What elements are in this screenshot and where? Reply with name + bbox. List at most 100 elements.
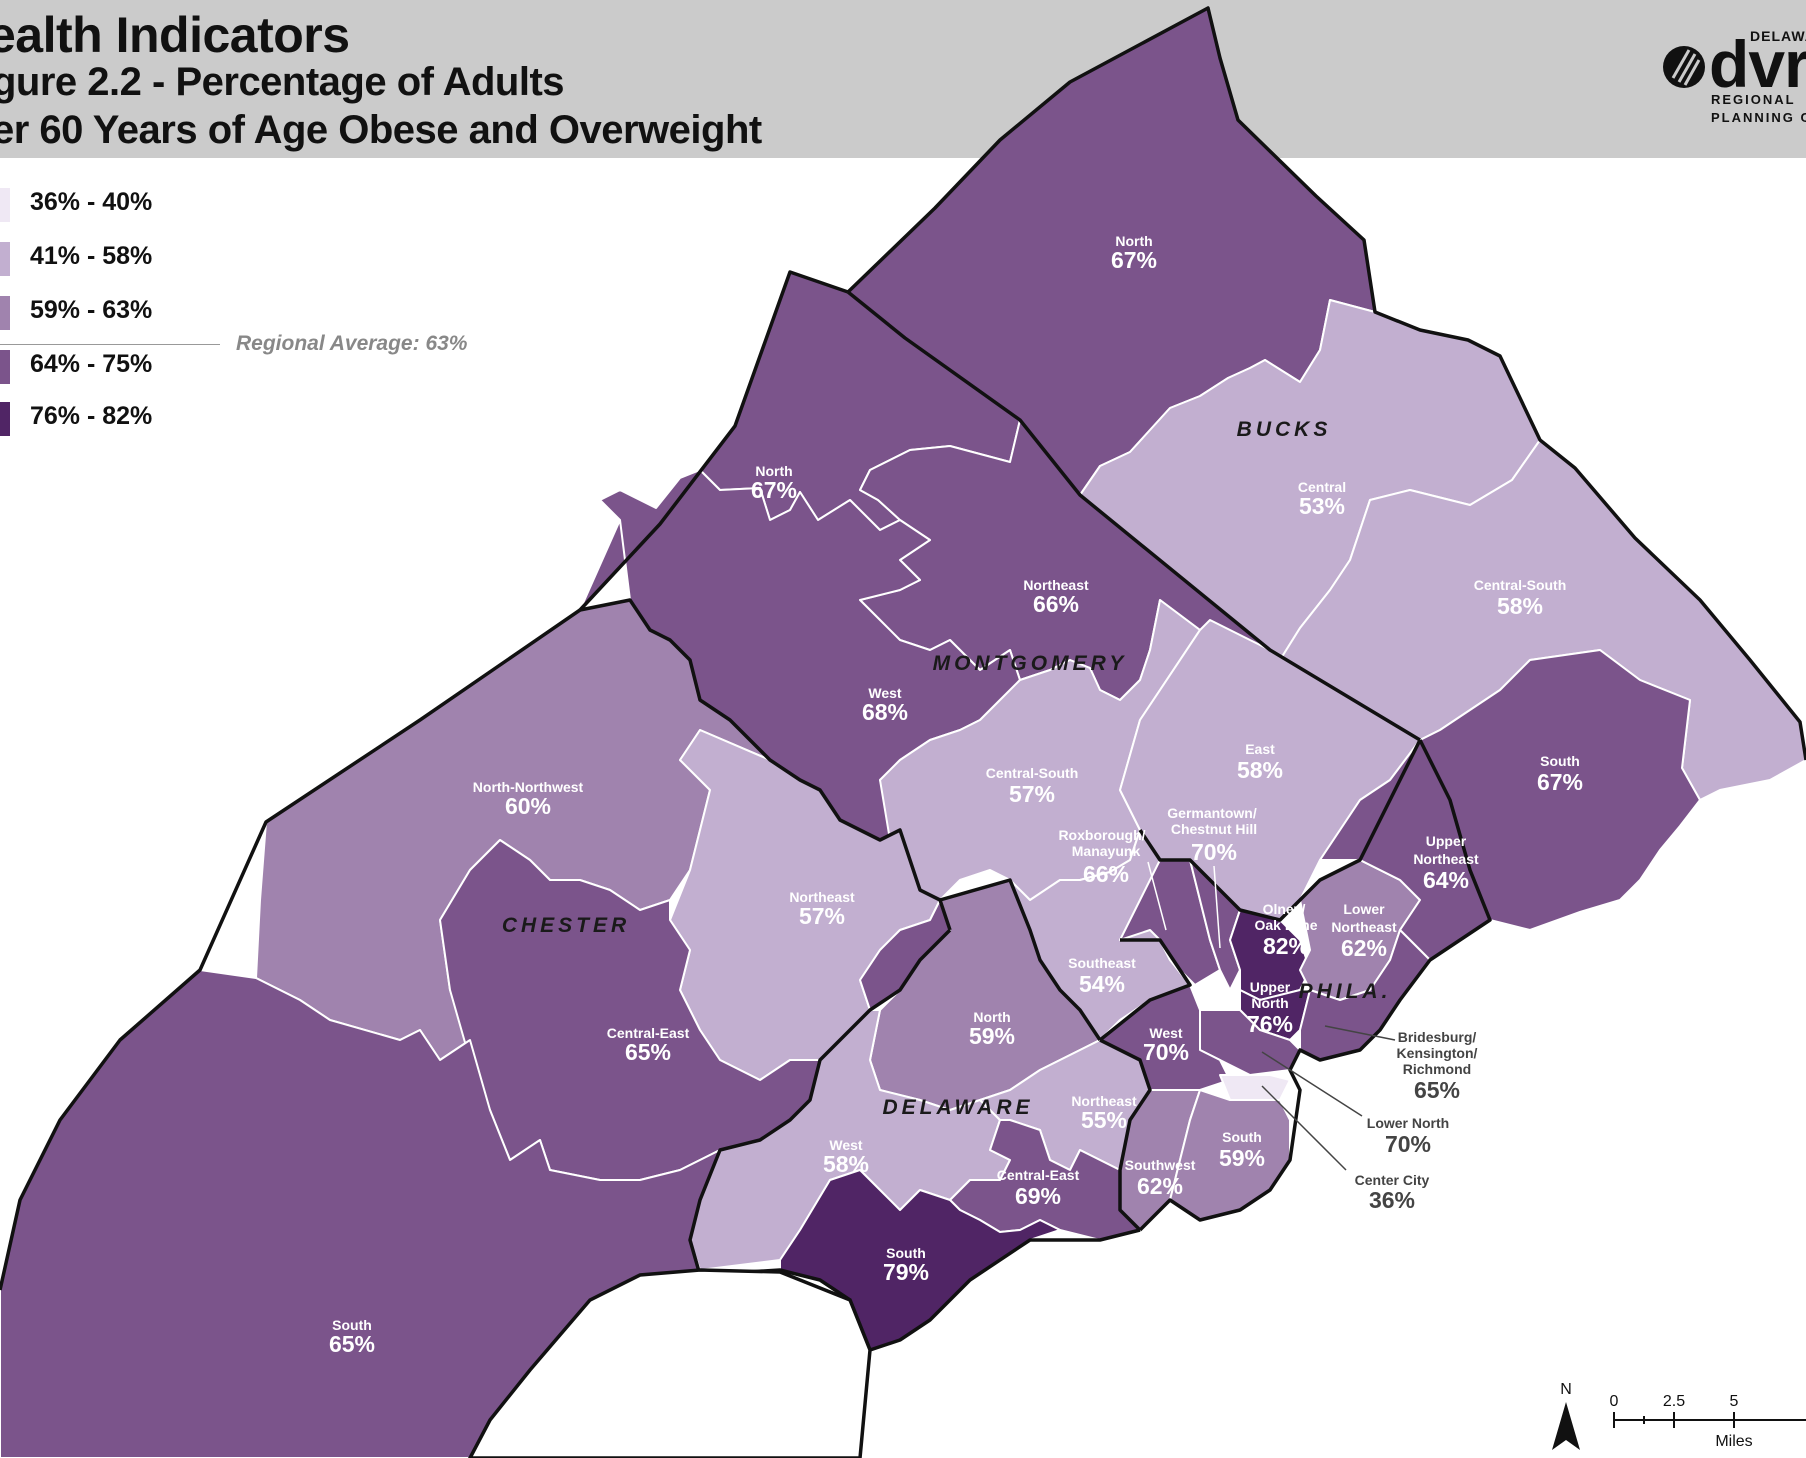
label-mont-north-name: North — [755, 463, 792, 479]
label-ches-south-name: South — [332, 1317, 372, 1333]
label-bucks-south-value: 67% — [1537, 769, 1583, 795]
county-label-bucks: BUCKS — [1237, 418, 1332, 441]
river-border — [699, 1228, 1141, 1352]
region-labels: North 67% Central 53% Central-South 58% … — [329, 233, 1583, 1357]
county-label-phila: PHILA. — [1299, 980, 1392, 1003]
label-phl-germantown-value: 70% — [1191, 839, 1237, 865]
label-phl-roxborough-value: 66% — [1083, 861, 1129, 887]
label-bucks-central-name: Central — [1298, 479, 1346, 495]
legend-swatch — [0, 188, 10, 222]
logo-mark-icon — [1663, 46, 1705, 88]
label-bucks-central-value: 53% — [1299, 493, 1345, 519]
label-ches-central-east-name: Central-East — [607, 1025, 690, 1041]
header-band: ealth Indicators gure 2.2 - Percentage o… — [0, 0, 1806, 158]
label-mont-northeast-name: Northeast — [1023, 577, 1089, 593]
label-mont-central-south-name: Central-South — [986, 765, 1079, 781]
leader-germantown — [1213, 865, 1221, 949]
map-subtitle-line1: gure 2.2 - Percentage of Adults — [0, 60, 565, 104]
regional-average-label: Regional Average: 63% — [236, 332, 468, 355]
scale-bar: N 0 2.5 5 Miles — [1552, 1381, 1806, 1450]
label-phl-lower-north-value: 70% — [1385, 1131, 1431, 1157]
label-del-south-value: 79% — [883, 1259, 929, 1285]
label-del-north-name: North — [973, 1009, 1010, 1025]
region-bucks-south[interactable] — [1419, 649, 1701, 931]
legend-swatch — [0, 402, 10, 436]
label-phl-lower-ne-value: 62% — [1341, 935, 1387, 961]
legend-swatch — [0, 296, 10, 330]
legend-label: 41% - 58% — [30, 242, 153, 270]
label-phl-germantown-name1: Germantown/ — [1167, 805, 1257, 821]
label-phl-lower-north-name: Lower North — [1367, 1115, 1449, 1131]
mont-outer-border — [578, 270, 849, 612]
legend-swatch — [0, 350, 10, 384]
county-label-chester: CHESTER — [502, 914, 630, 937]
logo-line2: PLANNING CO — [1711, 110, 1806, 125]
outside-labels: Bridesburg/ Kensington/ Richmond 65% Low… — [1147, 861, 1478, 1213]
label-phl-southwest-name: Southwest — [1125, 1157, 1196, 1173]
label-mont-east-value: 58% — [1237, 757, 1283, 783]
label-del-northeast-value: 55% — [1081, 1107, 1127, 1133]
label-ches-south-value: 65% — [329, 1331, 375, 1357]
scale-tick-5: 5 — [1730, 1393, 1739, 1410]
scale-tick-2-5: 2.5 — [1663, 1393, 1685, 1410]
region-phl-center-city[interactable] — [1219, 1074, 1291, 1101]
mont-phila-border — [1138, 739, 1492, 1232]
phila-inner-boundary — [1099, 1038, 1152, 1232]
leader-center-city — [1261, 1085, 1347, 1171]
label-phl-south-value: 59% — [1219, 1145, 1265, 1171]
map-title: ealth Indicators — [0, 7, 350, 63]
label-del-central-east-value: 69% — [1015, 1183, 1061, 1209]
county-label-delaware: DELAWARE — [882, 1096, 1033, 1119]
chester-outer-border — [0, 608, 581, 1291]
label-del-west-name: West — [829, 1137, 863, 1153]
scale-units: Miles — [1715, 1433, 1752, 1450]
label-phl-olney-name2: Oak Lane — [1254, 917, 1317, 933]
label-bucks-central-south-value: 58% — [1497, 593, 1543, 619]
bucks-mont-border — [846, 290, 1421, 742]
label-phl-upper-north-name2: North — [1251, 995, 1288, 1011]
label-phl-upper-north-name1: Upper — [1250, 979, 1291, 995]
label-phl-southwest-value: 62% — [1137, 1173, 1183, 1199]
phila-west-border — [1098, 938, 1192, 1042]
map-regions — [0, 7, 1806, 1458]
label-ches-northeast-name: Northeast — [789, 889, 855, 905]
delaware-mont-border — [939, 878, 1102, 1041]
label-phl-upper-ne-value: 64% — [1423, 867, 1469, 893]
water-area — [468, 1268, 872, 1458]
label-phl-lower-ne-name1: Lower — [1343, 901, 1385, 917]
label-phl-south-name: South — [1222, 1129, 1262, 1145]
label-mont-central-south-value: 57% — [1009, 781, 1055, 807]
label-bucks-central-south-name: Central-South — [1474, 577, 1567, 593]
label-phl-upper-north-value: 76% — [1247, 1011, 1293, 1037]
north-arrow-icon — [1552, 1402, 1580, 1450]
label-phl-roxborough-name1: Roxborough/ — [1058, 827, 1145, 843]
leader-roxborough — [1147, 861, 1167, 931]
label-bucks-north-name: North — [1115, 233, 1152, 249]
label-ches-nnw-name: North-Northwest — [473, 779, 584, 795]
legend-label: 36% - 40% — [30, 188, 153, 216]
logo-top-text: DELAWA — [1750, 28, 1806, 44]
label-bucks-south-name: South — [1540, 753, 1580, 769]
chester-mont-border — [579, 598, 952, 931]
label-mont-southeast-value: 54% — [1079, 971, 1125, 997]
label-del-northeast-name: Northeast — [1071, 1093, 1137, 1109]
label-del-south-name: South — [886, 1245, 926, 1261]
label-phl-lower-ne-name2: Northeast — [1331, 919, 1397, 935]
label-phl-west-name: West — [1149, 1025, 1183, 1041]
label-mont-southeast-name: Southeast — [1068, 955, 1136, 971]
leader-lower-north — [1261, 1051, 1363, 1117]
bucks-border — [846, 6, 1806, 761]
label-phl-bridesburg-name3: Richmond — [1403, 1061, 1471, 1077]
label-phl-olney-name1: Olney/ — [1263, 901, 1306, 917]
label-ches-nnw-value: 60% — [505, 793, 551, 819]
legend-swatch — [0, 242, 10, 276]
label-phl-west-value: 70% — [1143, 1039, 1189, 1065]
chester-delaware-border — [688, 928, 952, 1276]
regional-average-line — [0, 344, 220, 345]
label-del-west-value: 58% — [823, 1151, 869, 1177]
label-del-north-value: 59% — [969, 1023, 1015, 1049]
county-borders — [0, 6, 1806, 1352]
county-label-montgomery: MONTGOMERY — [933, 652, 1128, 675]
label-phl-upper-ne-name1: Upper — [1426, 833, 1467, 849]
